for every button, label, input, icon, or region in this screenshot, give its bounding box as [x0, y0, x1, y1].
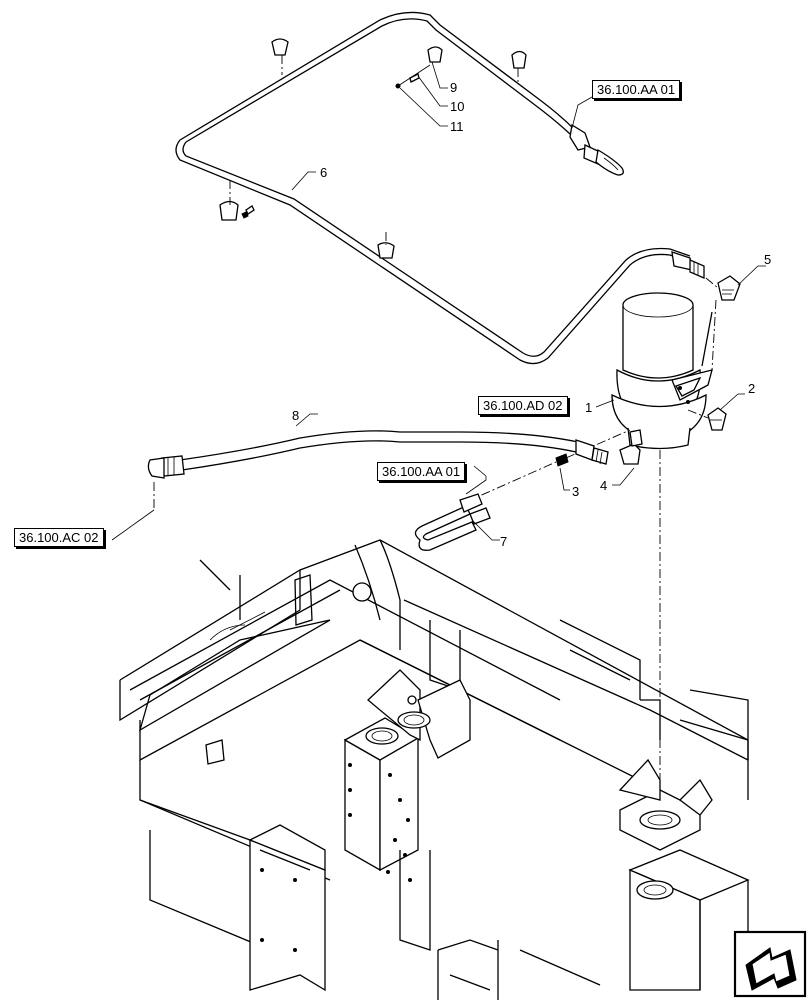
ref-box-ac02[interactable]: 36.100.AC 02: [14, 528, 104, 547]
bolt-2: [687, 393, 745, 431]
callout-2: 2: [748, 381, 755, 396]
hardware-9-10-11: [241, 64, 431, 219]
callout-1: 1: [585, 400, 592, 415]
callout-6: 6: [320, 165, 327, 180]
callout-7: 7: [500, 534, 507, 549]
leaders-9-10-11: [291, 61, 448, 191]
ref-box-aa01-top[interactable]: 36.100.AA 01: [592, 80, 681, 99]
hose-7: [414, 476, 500, 551]
callout-4: 4: [600, 478, 607, 493]
elbow-fitting-5: [705, 265, 766, 371]
clips-hose-6: [219, 38, 527, 259]
callout-10: 10: [450, 99, 464, 114]
hose-6: [175, 11, 691, 365]
callout-numbers: 1 2 3 4 5 6 7 8 9 10 11: [292, 80, 771, 549]
callout-9: 9: [450, 80, 457, 95]
fitting-3: [555, 453, 570, 491]
callout-11: 11: [450, 119, 464, 134]
beacon-lamp-1: [611, 292, 713, 450]
chassis-frame: [119, 539, 750, 1000]
callout-3: 3: [572, 484, 579, 499]
ref-box-ad02[interactable]: 36.100.AD 02: [478, 396, 568, 415]
reference-leaders: [111, 96, 593, 541]
next-page-arrow-icon[interactable]: [733, 930, 807, 998]
callout-8: 8: [292, 408, 299, 423]
callout-5: 5: [764, 252, 771, 267]
hose-8: [147, 413, 609, 479]
ref-box-aa01-mid[interactable]: 36.100.AA 01: [377, 462, 466, 481]
hose-6-lower-fitting: [671, 251, 705, 279]
hose-6-end-fitting: [569, 123, 624, 176]
elbow-fitting-4: [612, 429, 643, 486]
